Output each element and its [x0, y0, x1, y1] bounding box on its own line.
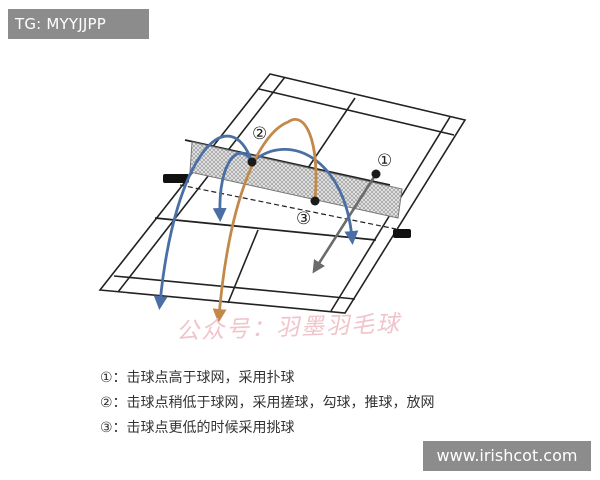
- tg-handle-badge: TG: MYYJJPP: [8, 9, 149, 39]
- far-doubles-service-line: [258, 88, 455, 136]
- hit-point-1: [371, 169, 381, 179]
- court-outline: [98, 73, 467, 314]
- right-net-post: [393, 229, 411, 238]
- hit-point-3: [310, 196, 320, 206]
- legend-item-2: ②：击球点稍低于球网，采用搓球，勾球，推球，放网: [100, 395, 435, 411]
- near-short-service-line: [154, 217, 377, 241]
- shot-3-trajectory: [212, 118, 318, 323]
- marker-1: ①: [377, 151, 392, 171]
- left-singles-sideline: [117, 76, 286, 293]
- svg-text:③: ③: [296, 209, 311, 229]
- far-short-service-line: [184, 139, 391, 186]
- shot-2-trajectory-near: [212, 151, 254, 222]
- legend: ①：击球点高于球网，采用扑球 ②：击球点稍低于球网，采用搓球，勾球，推球，放网 …: [100, 366, 435, 441]
- legend-item-1: ①：击球点高于球网，采用扑球: [100, 370, 295, 386]
- shot-2-trajectory-cross: [251, 148, 359, 245]
- legend-item-3: ③：击球点更低的时候采用挑球: [100, 420, 295, 436]
- shot-1-trajectory: [312, 173, 378, 274]
- svg-text:②: ②: [252, 124, 267, 144]
- marker-3: ③: [296, 209, 311, 229]
- court-lines: [98, 73, 467, 314]
- marker-2: ②: [252, 124, 267, 144]
- net-ground-line: [179, 184, 397, 230]
- near-centre-line: [227, 229, 259, 304]
- shot-2-trajectory-far: [153, 134, 254, 310]
- hit-point-2: [247, 157, 257, 167]
- site-url-badge: www.irishcot.com: [423, 441, 591, 471]
- net: [189, 141, 403, 219]
- left-net-post: [163, 174, 189, 183]
- svg-text:①: ①: [377, 151, 392, 171]
